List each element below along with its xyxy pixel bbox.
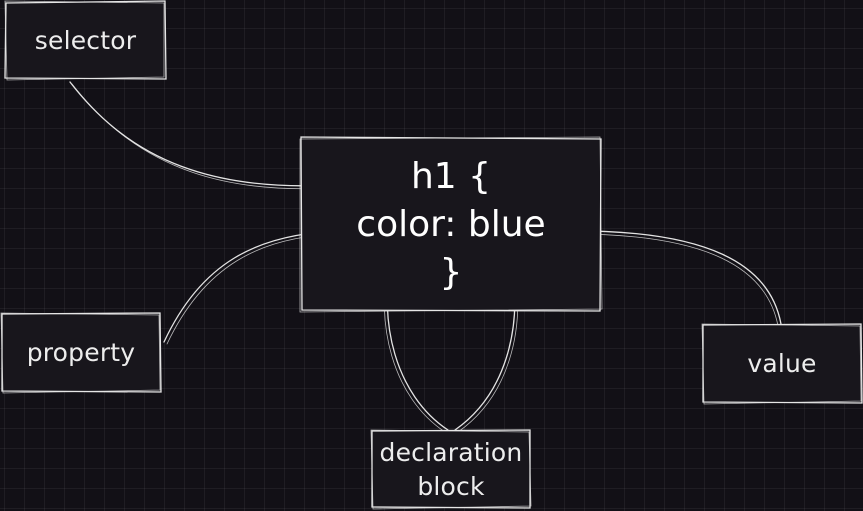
property-label-box: property bbox=[0, 312, 162, 394]
code-selector-line: h1 { bbox=[410, 155, 492, 197]
value-label: value bbox=[747, 349, 817, 379]
code-closing-brace: } bbox=[439, 251, 463, 293]
code-declaration-line: color: blue bbox=[356, 203, 546, 245]
property-label: property bbox=[26, 338, 136, 368]
value-label-box: value bbox=[701, 323, 863, 405]
selector-label: selector bbox=[34, 25, 137, 55]
declaration-label-line2: block bbox=[417, 471, 485, 501]
selector-label-box: selector bbox=[4, 0, 167, 81]
declaration-block-label: declaration block bbox=[380, 436, 523, 504]
declaration-block-label-box: declaration block bbox=[370, 429, 532, 510]
css-rule-box: h1 { color: blue } bbox=[299, 136, 603, 313]
declaration-label-line1: declaration bbox=[379, 437, 523, 467]
